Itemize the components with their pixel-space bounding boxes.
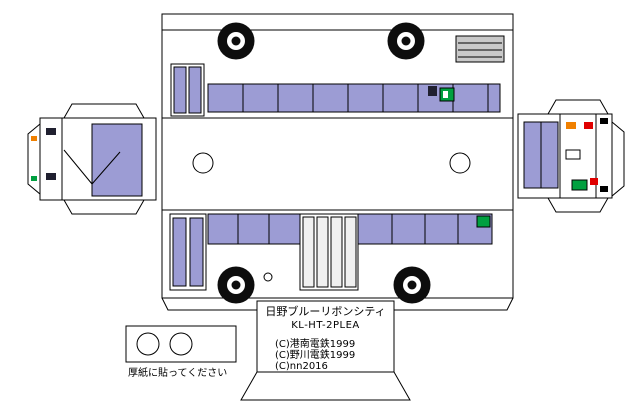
destination-sign-lower bbox=[476, 215, 491, 228]
middle-door-panel bbox=[302, 216, 315, 288]
main-body-piece bbox=[161, 13, 514, 311]
equipment-box bbox=[428, 86, 437, 96]
middle-door-panel bbox=[330, 216, 343, 288]
wheel bbox=[217, 266, 255, 304]
roof-vent-hatch bbox=[449, 152, 471, 174]
windshield bbox=[91, 123, 143, 197]
roof-ac-vents bbox=[458, 42, 502, 58]
door-window bbox=[172, 217, 187, 287]
top-glue-strip bbox=[161, 13, 514, 30]
glue-tab bbox=[611, 120, 625, 198]
fuel-cap bbox=[263, 272, 273, 282]
credit-line: (C)港南電鉄1999 bbox=[275, 339, 356, 350]
window-band-lower-front bbox=[207, 213, 301, 245]
middle-door-panel bbox=[316, 216, 329, 288]
license-plate bbox=[565, 149, 581, 160]
right-side-view bbox=[161, 29, 514, 119]
door-window bbox=[188, 66, 202, 114]
wiper-lines bbox=[63, 149, 121, 185]
rear-sign-green bbox=[571, 179, 588, 191]
credit-line: (C)野川電鉄1999 bbox=[275, 350, 356, 361]
bumper-mark bbox=[600, 118, 608, 124]
glue-tab bbox=[63, 199, 145, 215]
window-dividers-lower-front bbox=[237, 214, 270, 244]
wheel bbox=[393, 266, 431, 304]
sign-glyph bbox=[443, 91, 448, 98]
roof-vent-hatch bbox=[192, 152, 214, 174]
credit-line: (C)nn2016 bbox=[275, 361, 328, 372]
window-dividers-lower-rear bbox=[391, 214, 459, 244]
door-window bbox=[189, 217, 204, 287]
glue-tab bbox=[547, 99, 609, 115]
credits: (C)港南電鉄1999 (C)野川電鉄1999 (C)nn2016 bbox=[257, 339, 394, 372]
tail-light-red bbox=[584, 122, 593, 129]
paste-circle bbox=[169, 332, 193, 356]
rear-view-piece bbox=[517, 99, 625, 213]
window-band-upper bbox=[207, 83, 501, 113]
door-window bbox=[173, 66, 187, 114]
model-title: 日野ブルーリボンシティ bbox=[265, 305, 386, 318]
label-plate-text: 日野ブルーリボンシティ KL-HT-2PLEA (C)港南電鉄1999 (C)野… bbox=[257, 303, 394, 372]
glue-tab bbox=[63, 103, 145, 119]
glue-tab bbox=[547, 197, 609, 213]
tail-light-orange bbox=[566, 122, 576, 129]
middle-door-panel bbox=[344, 216, 357, 288]
headlight bbox=[46, 173, 56, 180]
model-code: KL-HT-2PLEA bbox=[291, 320, 360, 331]
tail-light-red bbox=[590, 178, 598, 185]
front-view-piece bbox=[27, 103, 157, 215]
paste-circle bbox=[136, 332, 160, 356]
roof-ac-unit bbox=[455, 35, 505, 63]
roof-top-view bbox=[161, 117, 514, 211]
glue-tab bbox=[27, 122, 41, 196]
label-plate bbox=[240, 300, 411, 401]
left-side-view bbox=[161, 209, 514, 299]
wheels bbox=[217, 22, 431, 304]
headlight bbox=[46, 128, 56, 135]
marker-light-green bbox=[31, 176, 37, 181]
wheel bbox=[387, 22, 425, 60]
marker-light-orange bbox=[31, 136, 37, 141]
instruction-box bbox=[125, 325, 237, 363]
bumper-mark bbox=[600, 186, 608, 192]
wheel bbox=[217, 22, 255, 60]
cardboard-instruction: 厚紙に貼ってください bbox=[128, 368, 228, 379]
